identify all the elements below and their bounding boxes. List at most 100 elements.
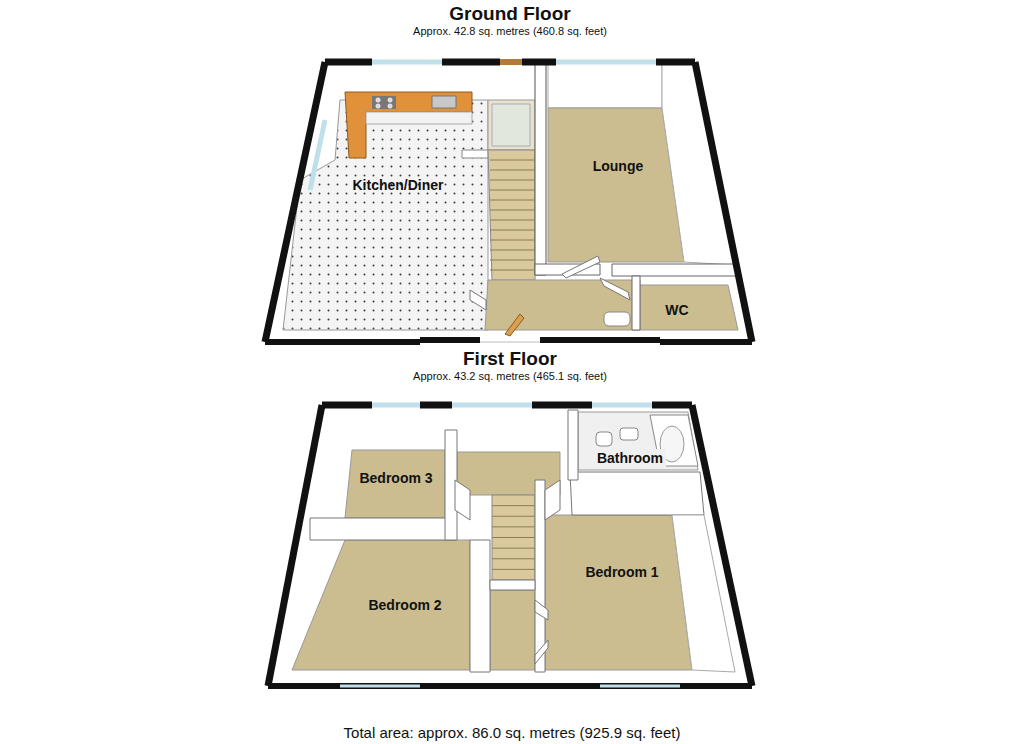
stair-treads-part [490,250,535,251]
floor-title: Ground Floor [260,3,760,25]
ground-floor-plan-part [612,264,738,276]
room-label: Bathroom [597,450,663,467]
stair-treads-part [490,190,535,191]
first-floor-plan-part [292,540,470,670]
room-label: Bedroom 1 [585,564,658,581]
stair-treads-part [490,220,535,221]
floor-plan: First FloorApprox. 43.2 sq. metres (465.… [260,345,760,695]
room: Bedroom 2 [365,596,444,615]
floor-heading-block: Ground FloorApprox. 42.8 sq. metres (460… [260,3,760,38]
first-floor-plan-part [596,432,612,446]
stair-treads-part [492,558,535,559]
room: Kitchen/Diner [349,176,446,195]
first-floor-plan-part [672,515,735,672]
ground-floor-plan-part [548,108,684,262]
first-floor-plan-part [578,412,698,470]
floor-area: Approx. 42.8 sq. metres (460.8 sq. feet) [260,25,760,38]
first-floor-plan-part [345,450,445,518]
first-floor-plan-part [268,683,752,689]
ground-floor-plan [265,62,752,342]
stair-treads-part [492,537,535,538]
floor-heading-block: First FloorApprox. 43.2 sq. metres (465.… [260,348,760,383]
ground-floor-plan-part [500,59,522,65]
floor-area: Approx. 43.2 sq. metres (465.1 sq. feet) [260,370,760,383]
stair-treads-part [490,230,535,231]
room: Bathroom [594,449,666,468]
stair-treads [490,160,535,270]
stair-treads-part [492,569,535,570]
first-floor-plan-part [545,480,560,520]
first-floor-plan-part [535,640,548,664]
first-floor-plan-part [268,405,322,686]
first-floor-plan-part [322,402,692,409]
stair-treads [492,506,535,570]
first-floor-plan-part [470,540,490,672]
floor-plan: Ground FloorApprox. 42.8 sq. metres (460… [260,0,760,345]
stair-treads-part [490,180,535,181]
ground-floor-plan-part [604,312,630,326]
first-floor-plan-part [455,480,470,520]
ground-floor-plan-part [632,276,640,330]
first-floor-plan [268,405,752,686]
room-label: Bedroom 3 [359,470,432,487]
first-floor-plan-part [568,410,578,480]
ground-floor-plan-part [366,112,472,124]
room: WC [662,301,691,320]
room: Bedroom 3 [356,469,435,488]
first-floor-plan-part [268,405,752,686]
first-floor-plan-part [535,600,548,620]
caption: Total area: approx. 86.0 sq. metres (925… [0,724,1024,742]
stair-treads-part [490,240,535,241]
ground-floor-plan-part [376,98,381,103]
first-floor-plan-part [570,472,704,515]
stair-treads-part [490,260,535,261]
ground-floor-plan-part [492,104,530,146]
first-floor-plan-part [535,480,545,672]
ground-floor-plan-part [325,59,695,66]
first-floor-plan-part [492,495,535,580]
ground-floor-plan-part [505,314,524,336]
ground-floor-plan-part [265,340,752,342]
stair-treads-part [490,270,535,271]
first-floor-plan-part [545,515,692,670]
stair-treads-part [492,548,535,549]
stair-treads-part [490,170,535,171]
ground-floor-plan-part [372,60,656,65]
room-label: Bedroom 2 [368,597,441,614]
first-floor-plan-part [340,685,680,688]
ground-floor-plan-part [640,285,738,330]
room-label: Kitchen/Diner [352,177,443,194]
stair-treads-part [492,516,535,517]
first-floor-plan-part [490,590,535,670]
ground-floor-plan-part [562,256,600,278]
stair-treads-part [492,505,535,506]
ground-floor-plan-part [265,62,752,342]
floor-title: First Floor [260,348,760,370]
room-label: WC [665,302,688,319]
first-floor-plan-part [490,580,535,590]
ground-floor-plan-part [535,62,546,275]
stair-treads-part [490,210,535,211]
ground-floor-plan-part [488,150,535,280]
ground-floor-plan-part [695,62,752,342]
ground-floor-plan-part [283,100,488,330]
stair-treads-part [492,526,535,527]
first-floor-plan-part [692,405,752,686]
ground-floor-plan-part [345,92,472,158]
ground-floor-plan-part [470,290,486,310]
room-label: Lounge [593,158,644,175]
ground-floor-plan-part [372,96,396,109]
ground-floor-plan-part [265,62,325,342]
ground-floor-plan-part [388,98,393,103]
room: Lounge [590,157,647,176]
ground-floor-plan-part [488,100,535,150]
first-floor-plan-part [310,518,455,540]
ground-floor-plan-part [462,150,488,158]
ground-floor-plan-part [600,278,630,300]
first-floor-plan-part [620,428,638,440]
ground-floor-plan-part [310,120,325,190]
ground-floor-plan-part [432,96,456,108]
ground-floor-plan-part [388,104,393,109]
ground-floor-plan-part [548,62,662,108]
